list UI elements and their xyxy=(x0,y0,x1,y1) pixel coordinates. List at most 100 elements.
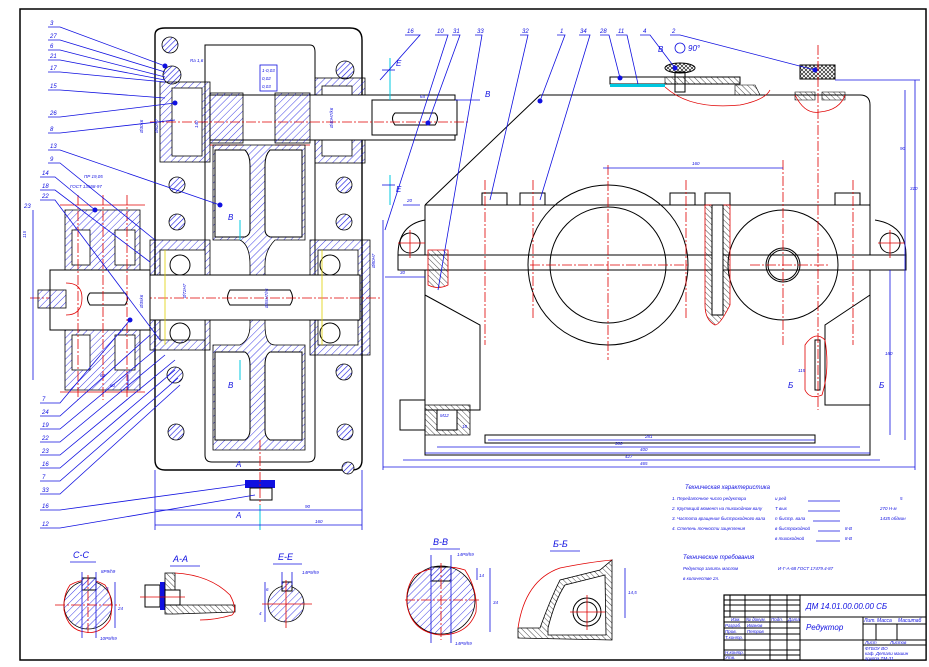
leader-lines-left xyxy=(40,26,256,529)
title-row: Н.контр. xyxy=(725,650,744,655)
tech-spec-label: n быстр. вала xyxy=(775,516,806,521)
callout-label: 11 xyxy=(618,29,624,35)
view-mark: В xyxy=(658,45,664,54)
gear-wheel xyxy=(212,144,306,451)
tech-req-line: в количестве 2л. xyxy=(683,576,719,581)
title-column: Дата xyxy=(787,617,800,622)
callout-label: 18 xyxy=(42,184,49,190)
section-title: Е-Е xyxy=(278,552,294,562)
callout-label: 17 xyxy=(50,66,57,72)
dimension-label: 20 xyxy=(406,198,413,203)
callout-label: 3 xyxy=(50,21,54,27)
callout-labels-top: 16 10 31 33 32 1 34 28 11 4 2 xyxy=(407,29,676,35)
sheet-frame xyxy=(19,8,927,661)
title-right-label: Лит. xyxy=(863,618,876,624)
dimension-label: 6 xyxy=(266,587,269,592)
callout-label: 22 xyxy=(41,194,49,200)
cut-mark: В xyxy=(228,213,234,222)
dimension-label: 10Р9/h9 xyxy=(100,636,117,641)
callout-label: 33 xyxy=(477,29,484,35)
dimension-label: 62 xyxy=(100,373,106,378)
title-column: Изм. xyxy=(731,617,741,622)
callout-label: 13 xyxy=(50,144,57,150)
section-c-c: С-С 8Р9/h9 10Р9/h9 5 24 xyxy=(55,550,124,641)
callout-label: 16 xyxy=(407,29,414,35)
bolt-holes xyxy=(161,36,355,475)
dimension-label: Ø30k6 xyxy=(139,119,144,134)
cut-mark: Б xyxy=(788,381,793,390)
title-right-label-scale: Масштаб xyxy=(898,618,922,624)
tech-spec-value: 8-В xyxy=(845,536,852,541)
drawing-designation: ДМ 14.01.00.00.00 СБ xyxy=(805,602,887,611)
hexagon-symbol-icon xyxy=(674,42,686,54)
callout-label: 23 xyxy=(23,204,31,210)
tech-spec-label: u ред xyxy=(775,496,787,501)
dimension-label: 427 xyxy=(625,454,633,459)
dimension-label: Ø40H7/k6 xyxy=(329,107,334,129)
dimension-label: 115 xyxy=(22,230,27,238)
section-title: В-В xyxy=(433,537,448,547)
output-shaft xyxy=(30,239,380,356)
callout-label: 4 xyxy=(643,29,647,35)
plan-view xyxy=(30,27,480,530)
org-line: каф. Детали машин xyxy=(865,651,909,656)
cut-mark: Е xyxy=(396,185,402,194)
callout-label: 8 xyxy=(50,127,54,133)
title-right-label: Масса xyxy=(877,618,892,624)
callout-label: 6 xyxy=(50,44,54,50)
callout-label: 10 xyxy=(437,29,444,35)
dimension-label: 310 xyxy=(910,186,918,191)
cut-mark: Е xyxy=(396,59,402,68)
cut-mark: Б xyxy=(879,381,884,390)
chain-note: ПР 19,05 xyxy=(84,174,103,179)
checker-name: Петров xyxy=(747,629,764,634)
dimension-label: 14 xyxy=(479,573,485,578)
dimension-label: 281 xyxy=(644,434,653,439)
tech-spec-label: Т вых xyxy=(775,506,788,511)
dimension-label: 14Р9/h9 xyxy=(457,552,474,557)
callout-label: 23 xyxy=(41,449,49,455)
section-bb-bracket: Б-Б 14,5 xyxy=(517,539,637,641)
tech-req-title: Технические требования xyxy=(683,555,755,561)
dimension-label: 465 xyxy=(640,461,648,466)
cut-mark: А xyxy=(235,460,241,469)
dimension-label: 160 xyxy=(692,161,700,166)
title-row: Т.контр. xyxy=(725,635,743,640)
dimension-label: 300 xyxy=(615,441,623,446)
title-column: № докум. xyxy=(746,617,766,622)
tolerance-value: 0,02 xyxy=(262,76,271,81)
callout-label: 22 xyxy=(41,436,49,442)
dimension-label: 160 xyxy=(315,519,323,524)
input-shaft xyxy=(150,77,470,164)
callout-label: 16 xyxy=(42,504,49,510)
dimension-label: 400 xyxy=(640,447,648,452)
callout-label: 12 xyxy=(42,522,49,528)
dimension-labels: 281 300 400 427 465 90 310 180 115 160 2… xyxy=(22,94,918,524)
org-line: группа ТМ-31 xyxy=(865,656,894,661)
dimension-label: 34 xyxy=(493,600,499,605)
standard-note: ГОСТ 13568-97 xyxy=(70,184,102,189)
callout-label: 14 xyxy=(42,171,49,177)
dimension-label: Ø55H7/r6 xyxy=(264,288,269,309)
tech-spec-value: 8-В xyxy=(845,526,852,531)
angle-note: 90° xyxy=(688,44,701,53)
dimension-label: 64 xyxy=(420,94,426,99)
callout-label: 7 xyxy=(42,475,46,481)
callout-label: 27 xyxy=(49,34,57,40)
dimension-label: 18 xyxy=(462,424,468,429)
callout-label: 1 xyxy=(560,29,563,35)
tech-spec-item: 4. Степень точности зацепления xyxy=(672,526,746,531)
dimension-label: 14Р9/h9 xyxy=(455,641,472,646)
section-b-b: В-В 14Р9/h9 14Р9/h9 14 34 xyxy=(405,537,499,646)
dimension-label: 115 xyxy=(798,368,806,373)
section-a-a: А-А xyxy=(140,554,236,621)
callout-label: 24 xyxy=(41,410,49,416)
section-title: А-А xyxy=(172,554,188,564)
callout-label: 28 xyxy=(599,29,607,35)
callout-label: 33 xyxy=(42,488,49,494)
cut-mark: А xyxy=(235,511,241,520)
org-line: ФГБОУ ВО xyxy=(865,646,888,651)
callout-label: 34 xyxy=(580,29,587,35)
